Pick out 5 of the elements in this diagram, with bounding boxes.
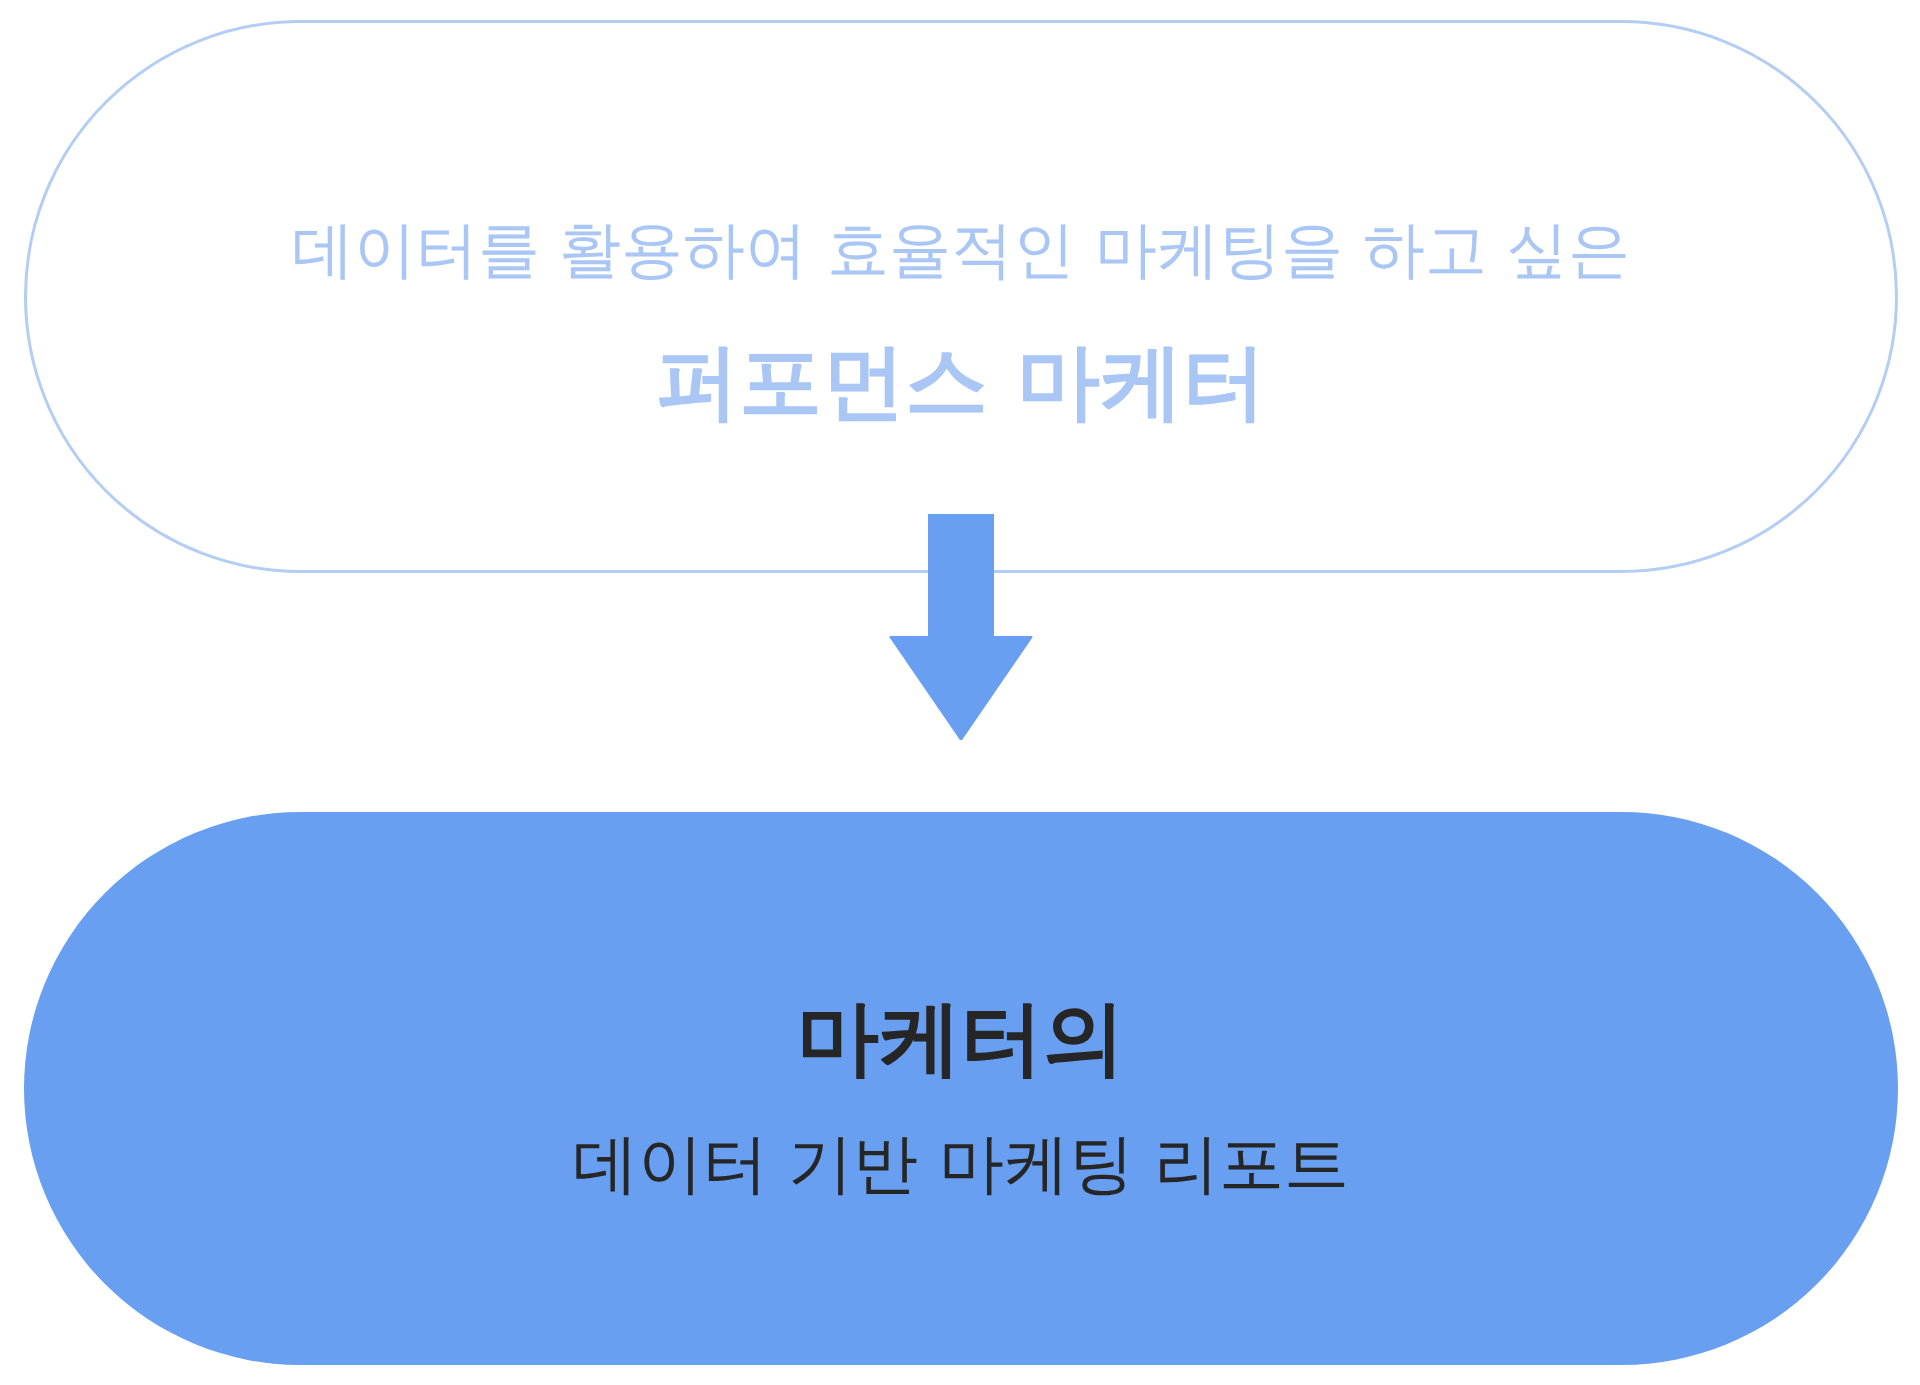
subtitle-text: 데이터를 활용하여 효율적인 마케팅을 하고 싶은 xyxy=(291,219,1631,281)
arrow xyxy=(889,514,1033,741)
title-text: 마케터의 xyxy=(797,997,1125,1079)
title-text: 퍼포먼스 마케터 xyxy=(656,339,1266,423)
subtitle-text: 데이터 기반 마케팅 리포트 xyxy=(572,1130,1350,1196)
